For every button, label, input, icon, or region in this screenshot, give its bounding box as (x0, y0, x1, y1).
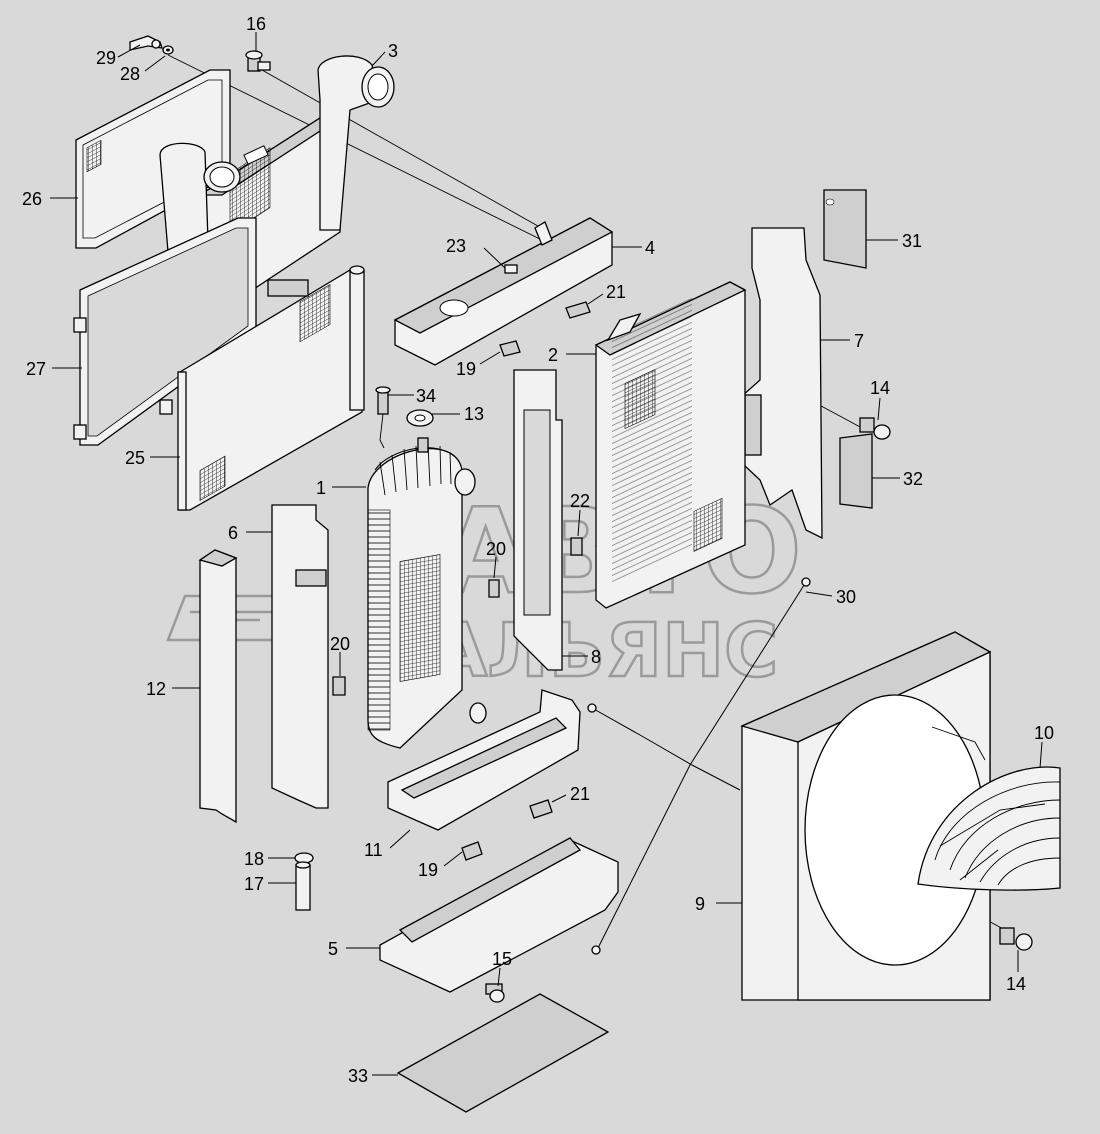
callout-3: 3 (388, 41, 398, 61)
part-22-pad (570, 537, 583, 556)
callout-4: 4 (645, 238, 655, 258)
callout-21-upper: 21 (606, 282, 626, 302)
axis-line-28 (167, 54, 553, 246)
part-28-washer (162, 45, 174, 55)
callout-27: 27 (26, 359, 46, 379)
part-1-expansion-tank (367, 437, 487, 749)
part-30-tie-rod (587, 577, 811, 955)
callout-19-upper: 19 (456, 359, 476, 379)
part-9-fan-shroud (740, 631, 992, 1001)
callout-23: 23 (446, 236, 466, 256)
callout-32: 32 (903, 469, 923, 489)
part-4-upper-bracket (393, 217, 614, 366)
callout-12: 12 (146, 679, 166, 699)
part-21-pad-upper (565, 301, 591, 319)
part-25-condenser (177, 265, 365, 511)
callout-9: 9 (695, 894, 705, 914)
part-14-bolt-upper (859, 417, 891, 440)
callouts: 29 28 16 3 26 23 4 31 21 27 19 2 7 34 14… (22, 14, 1054, 1086)
part-27-frame (73, 217, 257, 446)
part-21-pad-lower (529, 799, 553, 819)
callout-18: 18 (244, 849, 264, 869)
part-33-plate (396, 993, 610, 1113)
part-2-radiator (594, 281, 747, 609)
part-6-side-bracket (271, 504, 329, 809)
watermark-line2: АЛЬЯНС (430, 608, 778, 694)
callout-16: 16 (246, 14, 266, 34)
callout-29: 29 (96, 48, 116, 68)
callout-30: 30 (836, 587, 856, 607)
part-31-foam-block (823, 189, 867, 269)
callout-14-upper: 14 (870, 378, 890, 398)
part-13-gasket (406, 409, 434, 427)
callout-2: 2 (548, 345, 558, 365)
callout-34: 34 (416, 386, 436, 406)
callout-33: 33 (348, 1066, 368, 1086)
callout-25: 25 (125, 448, 145, 468)
callout-17: 17 (244, 874, 264, 894)
part-19-pad-upper (499, 340, 521, 357)
axis-line-16 (261, 69, 546, 231)
callout-1: 1 (316, 478, 326, 498)
part-7-side-bracket (741, 227, 823, 540)
callout-22: 22 (570, 491, 590, 511)
callout-21-lower: 21 (570, 784, 590, 804)
part-34-bolt (375, 386, 391, 449)
callout-19-lower: 19 (418, 860, 438, 880)
part-5-lower-bracket (379, 837, 619, 993)
part-14-bolt-lower (999, 927, 1033, 951)
part-32-foam-block (839, 433, 873, 509)
callout-15: 15 (492, 949, 512, 969)
callout-20-lower: 20 (330, 634, 350, 654)
part-20-pad-upper (488, 579, 500, 598)
callout-28: 28 (120, 64, 140, 84)
part-16-bolt (245, 50, 271, 72)
part-8-vertical-bracket (513, 369, 563, 671)
callout-11: 11 (364, 840, 383, 860)
callout-7: 7 (854, 331, 864, 351)
part-12-seal-strip (198, 549, 238, 824)
callout-6: 6 (228, 523, 238, 543)
callout-8: 8 (591, 647, 601, 667)
part-20-pad-lower (332, 676, 346, 696)
callout-13: 13 (464, 404, 484, 424)
callout-26: 26 (22, 189, 42, 209)
part-19-pad-lower (461, 841, 483, 861)
part-10-fan-guard (917, 766, 1061, 891)
callout-10: 10 (1034, 723, 1054, 743)
callout-14-lower: 14 (1006, 974, 1026, 994)
part-17-hose (295, 861, 311, 911)
callout-20-upper: 20 (486, 539, 506, 559)
callout-5: 5 (328, 939, 338, 959)
callout-31: 31 (902, 231, 922, 251)
part-11-lower-guide (387, 689, 581, 831)
part-15-bolt (485, 983, 505, 1003)
